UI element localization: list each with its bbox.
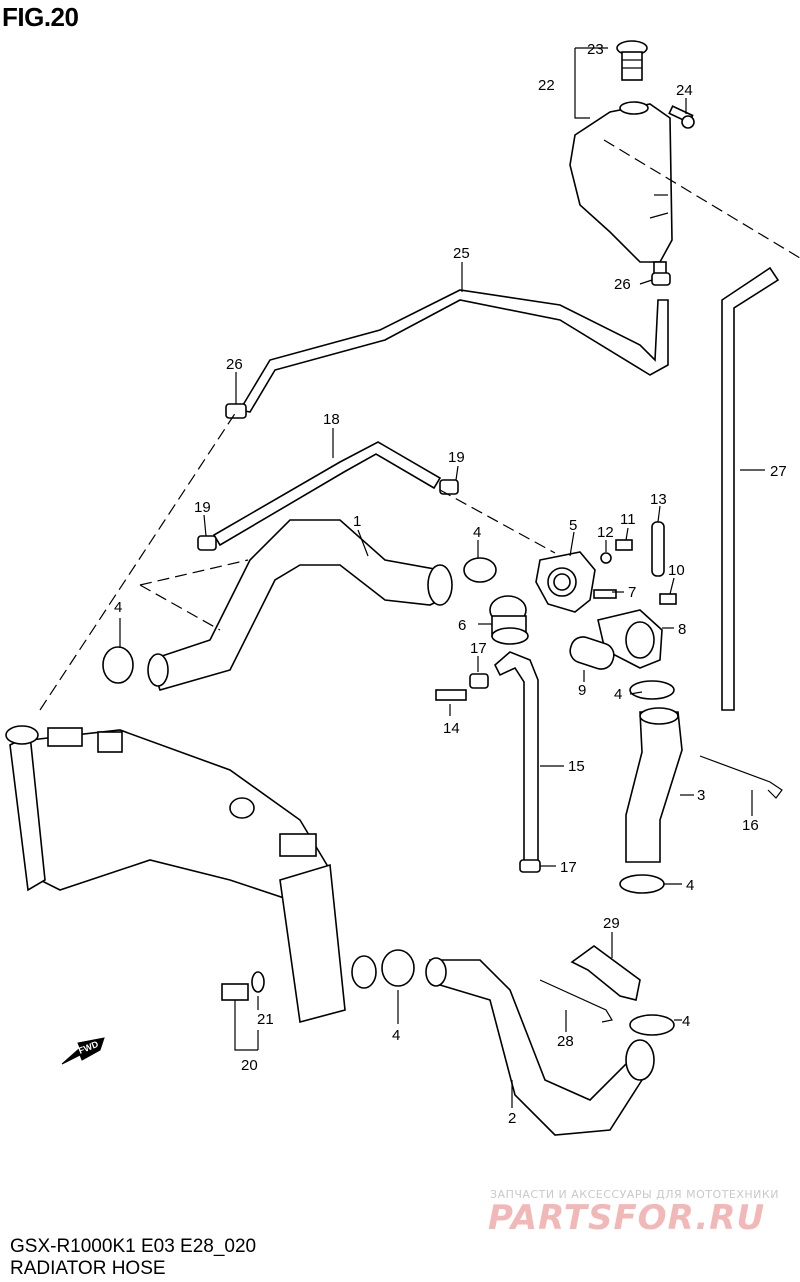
callout-leaders: [119, 47, 765, 1108]
callout-4-d: 4: [686, 877, 694, 894]
model-code: GSX-R1000K1 E03 E28_020: [10, 1236, 257, 1257]
callout-10: 10: [668, 562, 685, 579]
callout-7: 7: [628, 584, 636, 601]
callout-24: 24: [676, 82, 693, 99]
clamp-4-a: [463, 557, 497, 583]
callout-19-left: 19: [194, 499, 211, 516]
clamp-4-d: [619, 874, 665, 894]
hose-1: [148, 519, 452, 691]
callout-21: 21: [257, 1011, 274, 1028]
callout-6: 6: [458, 617, 466, 634]
callout-23: 23: [587, 41, 604, 58]
clamp-17-upper: [469, 673, 489, 689]
bolt-10: [659, 593, 677, 605]
bracket-29: [570, 945, 641, 1001]
callout-2: 2: [508, 1110, 516, 1127]
callout-17-lower: 17: [560, 859, 577, 876]
clamp-4-e: [381, 949, 415, 987]
callout-25: 25: [453, 245, 470, 262]
callout-numbers: 23 22 24 25 26 26 27 18 19 19 1 4 5 12 1…: [114, 41, 787, 1127]
o-ring: [569, 636, 615, 670]
hose-3: [625, 711, 683, 863]
thermostat-housing: [535, 551, 596, 613]
thermostat: [489, 595, 529, 645]
clamp-17-lower: [519, 859, 541, 873]
clamp-19-right: [439, 479, 459, 495]
callout-4-b: 4: [114, 599, 122, 616]
callout-11: 11: [620, 511, 636, 528]
clamp-4-c: [629, 680, 675, 700]
callout-4-c: 4: [614, 686, 622, 703]
callout-5: 5: [569, 517, 577, 534]
callout-29: 29: [603, 915, 620, 932]
figure-title: FIG.20: [2, 2, 79, 32]
bolt-14: [435, 689, 467, 701]
radiator: [5, 725, 377, 1024]
hose-18: [212, 441, 442, 547]
watermark-brand: PARTSFOR.RU: [488, 1198, 766, 1238]
figure-name: RADIATOR HOSE: [10, 1258, 166, 1279]
bolt-11: [615, 539, 633, 551]
callout-4-a: 4: [473, 524, 481, 541]
watermark-tagline: ЗАПЧАСТИ И АКСЕССУАРЫ ДЛЯ МОТОТЕХНИКИ: [490, 1188, 779, 1201]
callout-13: 13: [650, 491, 667, 508]
callout-28: 28: [557, 1033, 574, 1050]
hose-15: [494, 651, 539, 863]
bolt-7: [593, 589, 617, 599]
callout-4-f: 4: [682, 1013, 690, 1030]
hose-25: [238, 289, 669, 413]
reservoir-tank: [569, 101, 673, 277]
fwd-arrow-icon: FWD: [61, 1037, 105, 1065]
reservoir-cap: [616, 40, 648, 81]
callout-12: 12: [597, 524, 614, 541]
cable-tie-28: [539, 979, 613, 1023]
callout-20: 20: [241, 1057, 258, 1074]
callout-9: 9: [578, 682, 586, 699]
callout-1: 1: [353, 513, 361, 530]
callout-3: 3: [697, 787, 705, 804]
callout-26-lower: 26: [226, 356, 243, 373]
clamp-4-f: [629, 1014, 675, 1036]
callout-22: 22: [538, 77, 555, 94]
clamp-4-b: [102, 646, 134, 684]
leader-lines: [39, 139, 800, 711]
washer-12: [600, 552, 612, 564]
clamp-19-left: [197, 535, 217, 551]
clamp-26-upper: [651, 272, 671, 286]
hose-27: [721, 266, 780, 711]
bolt-24: [668, 105, 695, 129]
callout-19-right: 19: [448, 449, 465, 466]
callout-18: 18: [323, 411, 340, 428]
drain-bolt: [221, 971, 265, 1001]
callout-27: 27: [770, 463, 787, 480]
callout-14: 14: [443, 720, 460, 737]
bracket-13: [651, 521, 665, 577]
callout-4-e: 4: [392, 1027, 400, 1044]
cable-tie-16: [699, 755, 783, 799]
callout-16: 16: [742, 817, 759, 834]
callout-15: 15: [568, 758, 585, 775]
clamp-26-lower: [225, 403, 247, 419]
callout-17-upper: 17: [470, 640, 487, 657]
callout-8: 8: [678, 621, 686, 638]
callout-26-upper: 26: [614, 276, 631, 293]
